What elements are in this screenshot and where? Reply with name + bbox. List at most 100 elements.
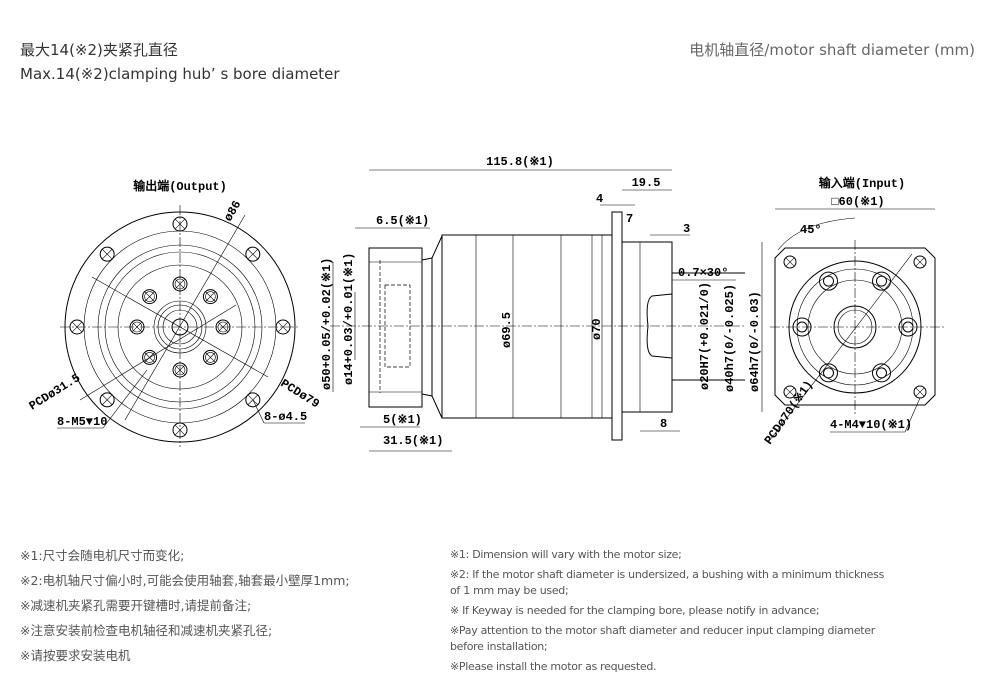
input-corner-thread-hole bbox=[913, 255, 927, 269]
len-3-label: 3 bbox=[683, 222, 690, 236]
inner-thread-hole-cross bbox=[205, 352, 216, 363]
inner-thread-hole-cross bbox=[174, 364, 186, 376]
note-cn: ※注意安装前检查电机轴径和减速机夹紧孔径; bbox=[20, 623, 273, 638]
outer-bolt-hole bbox=[172, 422, 188, 438]
inner-thread-hole-cross bbox=[217, 321, 229, 333]
note-cn: ※2:电机轴尺寸偏小时,可能会使用轴套,轴套最小壁厚1mm; bbox=[20, 573, 350, 588]
outer-bolt-hole-cross bbox=[174, 218, 186, 230]
outer-bolt-hole bbox=[99, 392, 115, 408]
bore-title-en: Max.14(※2)clamping hub’ s bore diameter bbox=[20, 65, 340, 83]
outer-bolt-hole bbox=[245, 246, 261, 262]
dia-20-label: ø20H7(+0.021/0) bbox=[698, 282, 712, 390]
len-6-5-label: 6.5(※1) bbox=[376, 214, 429, 228]
input-corner-thread-hole bbox=[783, 255, 797, 269]
input-corner-thread-hole-cross bbox=[785, 257, 795, 267]
inner-thread-hole bbox=[202, 289, 218, 305]
input-clamp-screw bbox=[902, 321, 914, 333]
dia-64-label: ø64h7(0/-0.03) bbox=[748, 291, 762, 392]
len-5-label: 5(※1) bbox=[383, 413, 422, 427]
inner-thread-hole bbox=[172, 362, 188, 378]
outer-bolt-hole bbox=[275, 319, 291, 335]
dia-50-label: ø50+0.05/+0.02(※1) bbox=[320, 258, 334, 390]
note-cn: ※减速机夹紧孔需要开键槽时,请提前备注; bbox=[20, 598, 252, 613]
outer-bolt-hole-cross bbox=[174, 424, 186, 436]
pcd-79-label: PCDø79 bbox=[278, 377, 322, 412]
input-title: 输入端(Input) bbox=[819, 175, 905, 191]
dia-70-label: ø70 bbox=[590, 318, 604, 340]
overall-length-label: 115.8(※1) bbox=[486, 155, 554, 169]
note-cn: ※请按要求安装电机 bbox=[20, 648, 131, 663]
outer-bolt-hole bbox=[245, 392, 261, 408]
inner-thread-hole-cross bbox=[205, 291, 216, 302]
inner-thread-hole-inner bbox=[131, 321, 143, 333]
len-19-5-label: 19.5 bbox=[632, 176, 661, 190]
note-en: ※Please install the motor as requested. bbox=[450, 660, 657, 673]
inner-thread-hole-inner bbox=[217, 321, 229, 333]
dia-14-label: ø14+0.03/+0.01(※1) bbox=[342, 253, 356, 385]
outer-bolt-hole-cross bbox=[247, 394, 258, 405]
input-clamp-screw bbox=[823, 367, 834, 379]
input-clamp-screw bbox=[796, 321, 808, 333]
inner-thread-hole-inner bbox=[205, 352, 216, 363]
note-en: ※Pay attention to the motor shaft diamet… bbox=[450, 624, 876, 653]
square-60-label: □60(※1) bbox=[831, 195, 884, 209]
bore-title-cn: 最大14(※2)夹紧孔直径 bbox=[20, 41, 178, 59]
outer-bolt-hole bbox=[172, 216, 188, 232]
outer-bolt-hole-cross bbox=[102, 249, 113, 260]
len-31-5-label: 31.5(※1) bbox=[383, 434, 443, 448]
outer-bolt-hole bbox=[69, 319, 85, 335]
inner-thread-hole-inner bbox=[174, 278, 186, 290]
input-corner-thread-hole-cross bbox=[785, 387, 795, 397]
unit-label: 电机轴直径/motor shaft diameter (mm) bbox=[689, 41, 975, 59]
outer-bolt-hole-cross bbox=[277, 321, 289, 333]
inner-thread-hole bbox=[142, 289, 158, 305]
holes-4-5-label: 8-ø4.5 bbox=[264, 410, 307, 424]
inner-thread-hole-inner bbox=[144, 291, 155, 302]
note-en: ※1: Dimension will vary with the motor s… bbox=[450, 548, 682, 561]
inner-thread-hole bbox=[142, 349, 158, 365]
input-clamp-screw-boss bbox=[872, 271, 891, 291]
dia-86-label: ø86 bbox=[221, 198, 244, 224]
input-clamp-screw-boss bbox=[792, 317, 812, 337]
input-corner-thread-hole-cross bbox=[915, 387, 925, 397]
outer-bolt-hole bbox=[99, 246, 115, 262]
note-en: ※2: If the motor shaft diameter is under… bbox=[450, 568, 885, 597]
dia-40-label: ø40h7(0/-0.025) bbox=[723, 284, 737, 392]
len-8-label: 8 bbox=[660, 417, 667, 431]
m5-thread-label: 8-M5▼10 bbox=[57, 415, 107, 429]
inner-thread-hole-cross bbox=[131, 321, 143, 333]
m4-thread-label: 4-M4▼10(※1) bbox=[830, 418, 912, 432]
side-view: 115.8(※1) 19.5 4 7 3 6.5(※1) 0.7×30° ø50… bbox=[320, 155, 763, 452]
input-corner-thread-hole bbox=[783, 385, 797, 399]
input-clamp-screw bbox=[876, 275, 887, 287]
notes-cn: ※1:尺寸会随电机尺寸而变化; ※2:电机轴尺寸偏小时,可能会使用轴套,轴套最小… bbox=[20, 543, 350, 668]
dia-69-5-label: ø69.5 bbox=[500, 312, 514, 348]
inner-thread-hole bbox=[172, 276, 188, 292]
input-view: 输入端(Input) □60(※1) 45° PCDø70(※1) 4-M4▼1… bbox=[762, 175, 945, 447]
len-7-label: 7 bbox=[626, 212, 633, 226]
chamfer-label: 0.7×30° bbox=[678, 266, 728, 280]
input-clamp-screw-boss bbox=[872, 363, 891, 383]
outer-bolt-hole-cross bbox=[247, 249, 258, 260]
note-cn: ※1:尺寸会随电机尺寸而变化; bbox=[20, 548, 185, 563]
inner-thread-hole-inner bbox=[174, 364, 186, 376]
outer-bolt-hole-cross bbox=[102, 394, 113, 405]
inner-thread-hole bbox=[202, 349, 218, 365]
note-en: ※ If Keyway is needed for the clamping b… bbox=[450, 604, 820, 617]
inner-thread-hole-inner bbox=[205, 291, 216, 302]
input-clamp-screw bbox=[823, 275, 834, 287]
angle-45-label: 45° bbox=[800, 223, 822, 237]
input-corner-thread-hole-cross bbox=[915, 257, 925, 267]
input-clamp-screw bbox=[876, 367, 887, 379]
input-clamp-screw-boss bbox=[819, 363, 838, 383]
output-title: 输出端(Output) bbox=[133, 178, 227, 194]
input-clamp-screw-boss bbox=[819, 271, 838, 291]
inner-thread-hole bbox=[215, 319, 231, 335]
inner-thread-hole-cross bbox=[144, 291, 155, 302]
inner-thread-hole-cross bbox=[174, 278, 186, 290]
pcd-70-label: PCDø70(※1) bbox=[762, 378, 816, 447]
len-4-label: 4 bbox=[596, 192, 603, 206]
input-clamp-screw-boss bbox=[898, 317, 918, 337]
pcd-31-5-label: PCDø31.5 bbox=[27, 371, 83, 413]
